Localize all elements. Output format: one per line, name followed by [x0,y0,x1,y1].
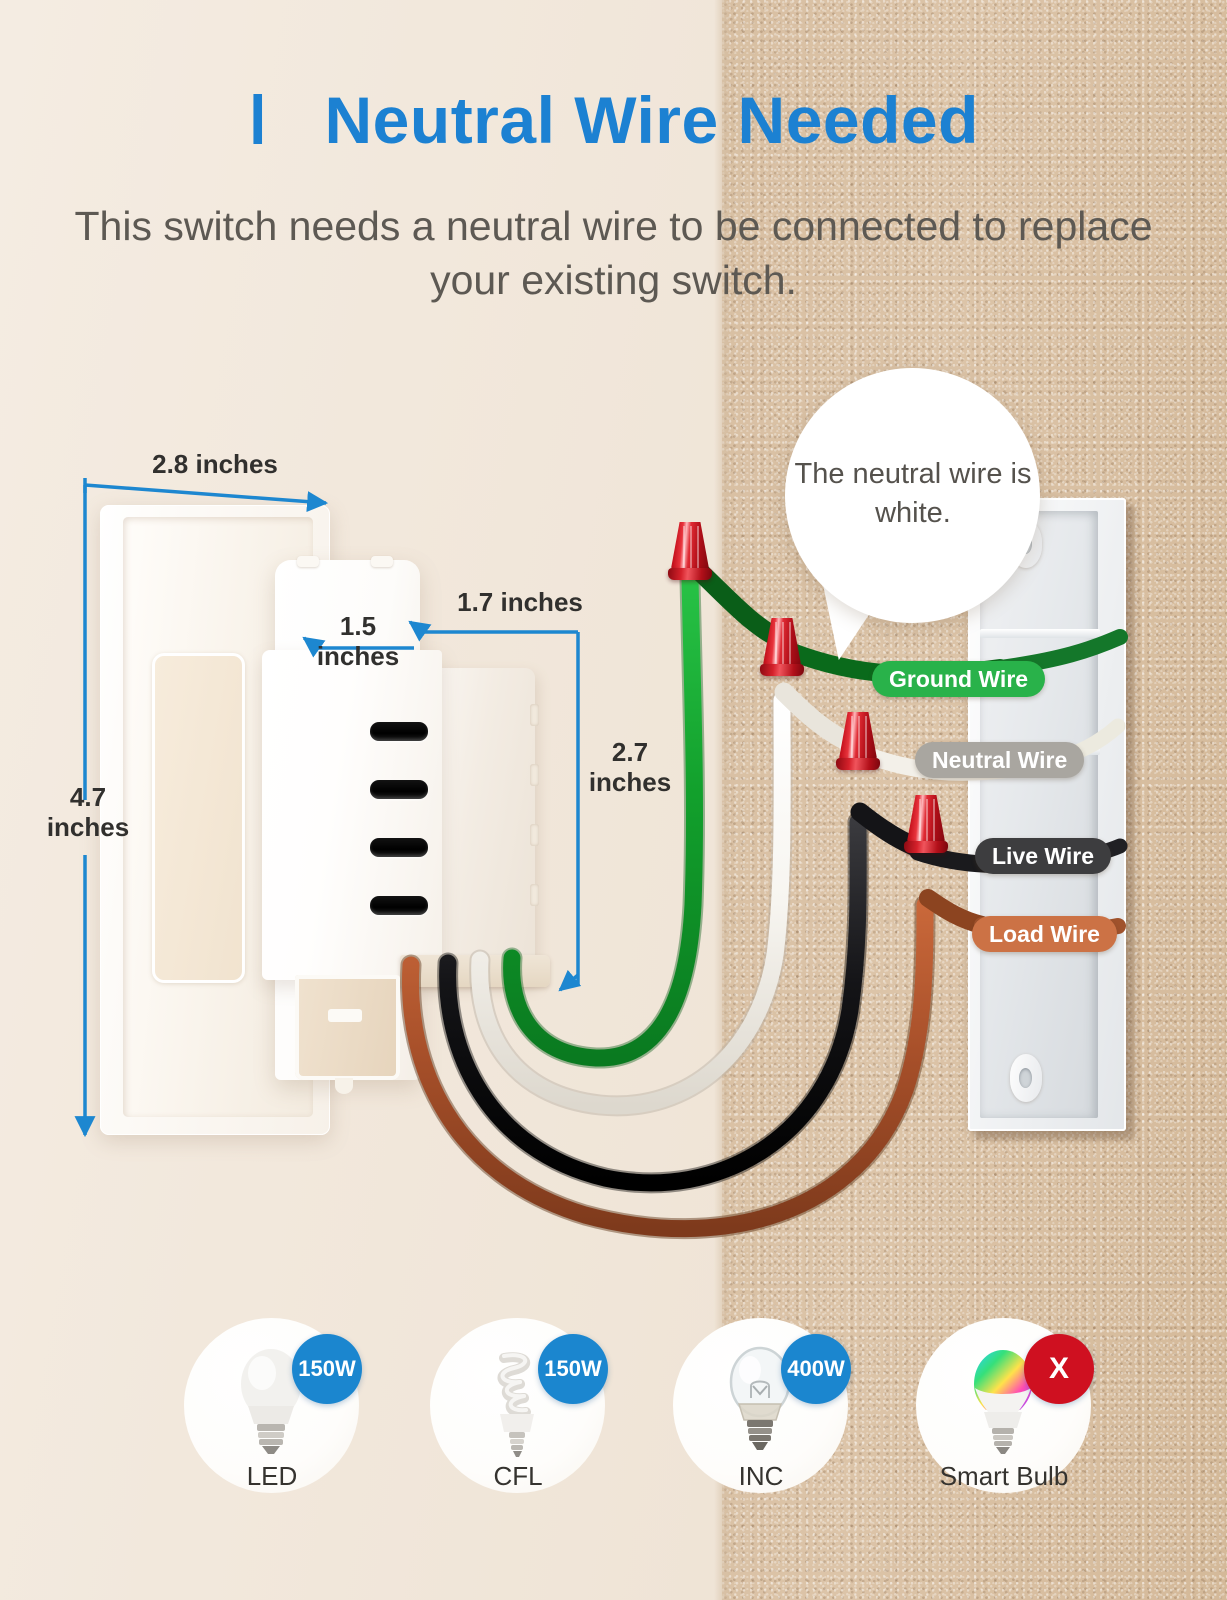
bulb-card-cfl[interactable]: 150W CFL [412,1318,647,1518]
switch-paddle-slot [370,896,428,915]
side-notch [530,764,539,786]
incandescent-bulb-icon [729,1346,791,1450]
bulb-card-inc[interactable]: 400W INC [655,1318,890,1518]
bulb-wattage-badge: 150W [292,1334,362,1404]
side-notch [530,884,539,906]
wallbox-cavity [980,511,1100,1118]
wire-live [437,811,869,1194]
wire-label-ground: Ground Wire [872,661,1046,697]
dimension-plate-height: 4.7 inches [46,782,130,842]
smart-switch-module [262,650,442,980]
switch-module-foot [295,975,400,1080]
bulb-wattage-badge: 400W [781,1334,851,1404]
switch-foot-pin [335,1078,353,1094]
callout-text: The neutral wire is white. [794,458,1032,529]
bulb-wattage-badge: 150W [538,1334,608,1404]
wire-label-neutral: Neutral Wire [915,742,1085,778]
callout-bubble [785,368,1040,623]
led-bulb-icon [241,1349,301,1454]
wire-neutral [469,689,793,1117]
wire-ground [501,567,706,1069]
page-subtitle: This switch needs a neutral wire to be c… [74,203,1153,303]
bulb-caption: CFL [493,1461,543,1491]
faceplate-opening [152,653,245,983]
bulb-unsupported-badge: X [1024,1334,1094,1404]
wire-nut-connector [760,618,804,676]
bracket-tab-left [297,556,319,567]
dimension-module-width: 1.5 inches [316,611,400,671]
wire-nut-connector [904,795,948,853]
wire-load [400,894,936,1240]
wallbox-ledge [980,629,1100,638]
side-notch [530,824,539,846]
dimension-plate-width: 2.8 inches [152,449,278,479]
wallbox-screw-hole [1010,1054,1042,1102]
wire-label-live: Live Wire [975,838,1112,874]
dimension-module-depth: 1.7 inches [457,587,583,617]
page-title: Ⅰ Neutral Wire Needed [248,83,979,157]
bulb-caption: INC [738,1461,784,1491]
wire-nut-connector [668,522,712,580]
smart-bulb-icon [974,1350,1032,1454]
dimension-module-height: 2.7 inches [588,737,672,797]
supported-bulb-types: 150W LED 150W CFL [0,1318,1227,1518]
wall-seam [714,0,730,1600]
side-notch [530,704,539,726]
wire-label-load: Load Wire [972,916,1117,952]
switch-paddle-slot [370,780,428,799]
cfl-bulb-icon [497,1352,534,1457]
bulb-card-smart[interactable]: X Smart Bulb [898,1318,1133,1518]
bulb-caption: LED [246,1461,298,1491]
switch-paddle-slot [370,722,428,741]
bulb-card-led[interactable]: 150W LED [166,1318,401,1518]
switch-paddle-slot [370,838,428,857]
wire-nut-connector [836,712,880,770]
bracket-tab-right [371,556,393,567]
bulb-caption: Smart Bulb [939,1461,1069,1491]
